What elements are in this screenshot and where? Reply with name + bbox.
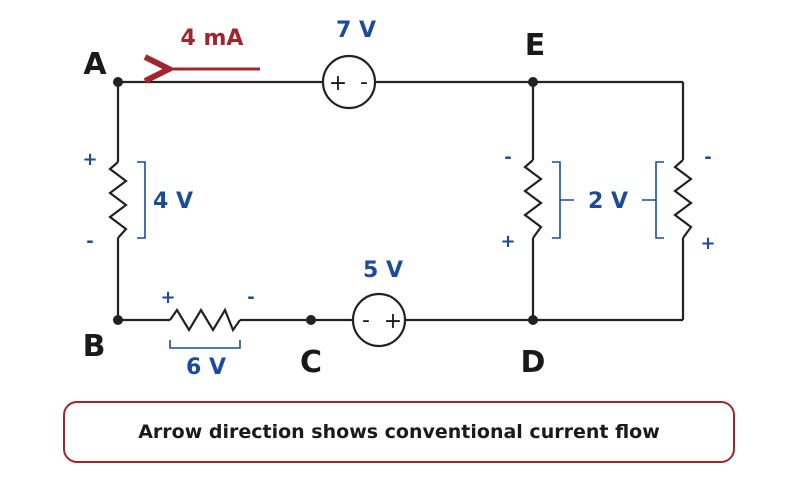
resistor-right-minus: - — [704, 147, 711, 168]
resistor-bc-label: 6 V — [186, 355, 226, 380]
node-label-c: C — [300, 345, 322, 380]
parallel-resistors-label: 2 V — [588, 189, 628, 214]
node-label-a: A — [83, 47, 107, 82]
resistor-ed-inner-plus: + — [500, 231, 515, 252]
wires — [116, 80, 685, 322]
resistor-right-plus: + — [700, 233, 715, 254]
resistor-bc-bracket — [169, 340, 241, 349]
resistor-bc-plus: + — [160, 287, 175, 308]
source-7v-minus: - — [360, 70, 368, 95]
source-5v-minus: - — [362, 308, 370, 333]
resistor-ed-inner-bracket — [552, 161, 574, 239]
node-dot-d — [528, 315, 538, 325]
resistor-ab-plus: + — [82, 149, 97, 170]
resistor-bc-minus: - — [247, 287, 254, 308]
resistor-ed-inner-minus: - — [504, 147, 511, 168]
resistor-right — [673, 159, 693, 239]
current-label: 4 mA — [181, 26, 244, 51]
node-label-e: E — [525, 28, 546, 63]
resistor-ab-label: 4 V — [153, 189, 193, 214]
source-5v-plus: + — [384, 309, 402, 334]
resistor-ab-minus: - — [86, 231, 93, 252]
source-7v-label: 7 V — [336, 18, 376, 43]
caption-text: Arrow direction shows conventional curre… — [138, 421, 660, 443]
resistor-bc — [169, 307, 241, 333]
resistor-ab — [108, 161, 128, 239]
node-label-d: D — [521, 345, 546, 380]
voltage-source-5v: - + — [351, 292, 407, 348]
node-dot-c — [306, 315, 316, 325]
resistor-ed-inner — [523, 159, 543, 239]
voltage-source-7v: + - — [321, 54, 377, 110]
node-dot-b — [113, 315, 123, 325]
resistor-right-bracket — [642, 161, 664, 239]
node-label-b: B — [83, 329, 106, 364]
resistor-ab-bracket — [137, 161, 146, 239]
source-5v-label: 5 V — [363, 258, 403, 283]
node-dot-a — [113, 77, 123, 87]
node-dot-e — [528, 77, 538, 87]
source-7v-plus: + — [329, 71, 347, 96]
caption-box: Arrow direction shows conventional curre… — [63, 401, 735, 463]
